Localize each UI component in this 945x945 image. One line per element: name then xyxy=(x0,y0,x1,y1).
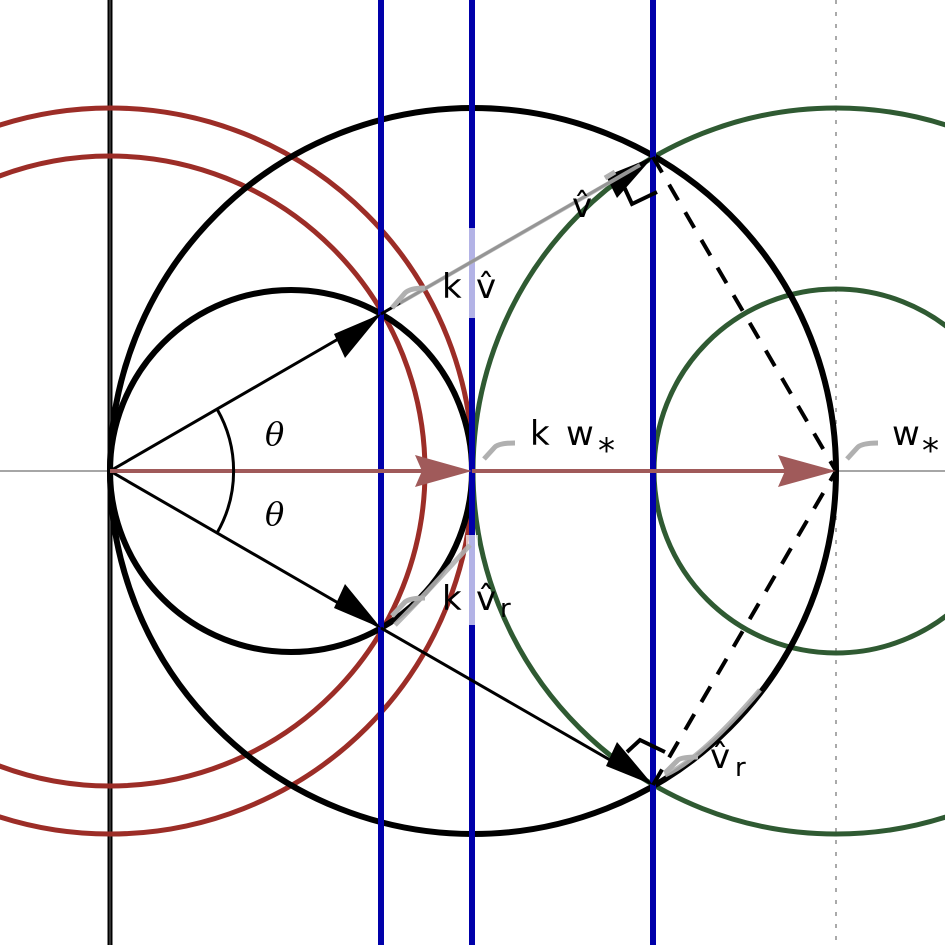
arrowhead-v-hat-r xyxy=(606,742,653,785)
gray-leader-v-hat-r xyxy=(663,688,762,778)
gray-leader-v-hat xyxy=(399,163,641,305)
leader-hook-k-v-hat xyxy=(390,285,426,310)
k-w-star-star: * xyxy=(598,431,615,471)
gray-leader-k-v-hat-r xyxy=(393,543,472,627)
v-hat-r-label: v̂ xyxy=(710,737,730,777)
leader-hook-w-star xyxy=(845,440,879,461)
dashed-line-upper xyxy=(651,155,838,473)
leader-hook-k-w-star xyxy=(482,440,516,461)
w-star-w-label: w xyxy=(892,414,920,454)
leader-hook-v-hat xyxy=(603,169,617,181)
w-star-star: * xyxy=(922,431,939,471)
theta-label-bottom: θ xyxy=(265,495,284,533)
theta-label-top: θ xyxy=(265,415,284,453)
angle-arc xyxy=(215,408,236,534)
arrowhead-k-w-star xyxy=(415,455,472,487)
leader-hook-v-hat-r xyxy=(663,754,699,775)
vector-k-v-hat xyxy=(109,314,379,473)
arrowhead-v-hat xyxy=(606,157,653,198)
k-label-lower: k xyxy=(442,579,462,619)
arrowhead-k-v-hat xyxy=(334,314,381,358)
k-label-upper: k xyxy=(442,267,462,307)
label-bg xyxy=(466,535,478,625)
k-v-hat-r-label: v̂ xyxy=(476,579,496,619)
k-v-hat-r-sub: r xyxy=(500,594,511,624)
dashed-line-lower xyxy=(651,469,838,787)
k-w-star-k-label: k xyxy=(530,414,550,454)
vector-k-v-hat-r xyxy=(109,469,379,628)
arrowhead-k-v-hat-r xyxy=(334,584,381,628)
k-w-star-w-label: w xyxy=(566,414,594,454)
arrowhead-w-star xyxy=(778,455,836,487)
label-bg xyxy=(466,228,478,318)
v-hat-r-sub: r xyxy=(735,753,746,783)
leader-hook-k-v-hat-r xyxy=(390,595,426,618)
k-v-hat-label: v̂ xyxy=(476,267,496,307)
v-hat-label: v̂ xyxy=(572,186,592,226)
vector-v-hat-r xyxy=(380,626,651,785)
right-angle-marker-lower xyxy=(625,737,666,754)
